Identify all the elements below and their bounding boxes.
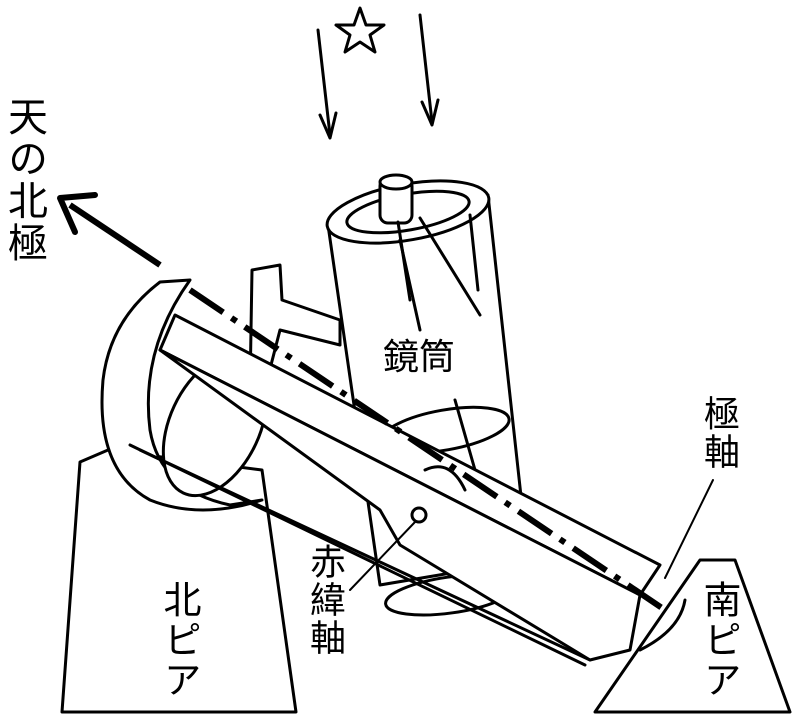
label-north-celestial-pole: 天の北極 <box>1 96 47 264</box>
south-pier <box>593 558 792 714</box>
label-declination-axis: 赤緯軸 <box>304 543 345 657</box>
label-polar-axis: 極軸 <box>698 395 739 471</box>
polar-axis-line <box>188 287 670 615</box>
north-pier <box>60 448 298 714</box>
star-icon <box>334 6 386 54</box>
label-north-pier: 北ピア <box>157 580 201 700</box>
starlight-arrows <box>316 13 440 140</box>
label-south-pier: 南ピア <box>697 580 741 700</box>
label-tube: 鏡筒 <box>383 337 456 378</box>
pole-arrow <box>68 202 162 268</box>
declination-rotation-arrow <box>423 465 467 492</box>
